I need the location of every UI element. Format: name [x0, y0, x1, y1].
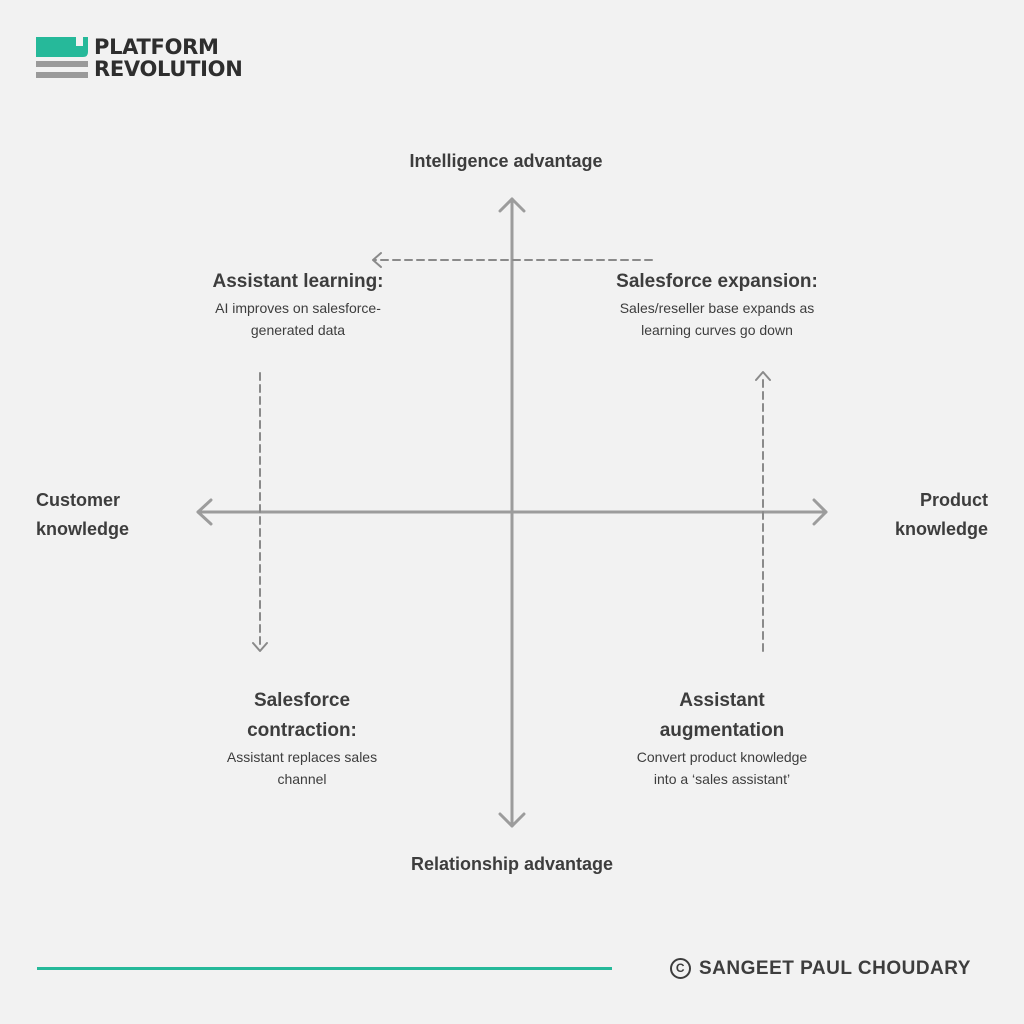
- axis-label-bottom: Relationship advantage: [410, 854, 614, 874]
- logo-line-1: PLATFORM: [94, 35, 219, 59]
- axis-label-right-line-2: knowledge: [894, 519, 988, 539]
- quadrant-bottom-right: Assistant augmentation Convert product k…: [572, 686, 872, 790]
- logo-line-2: REVOLUTION: [94, 57, 243, 81]
- copyright-icon: C: [670, 958, 691, 979]
- dashed-arrow-top-leftward: [372, 252, 653, 268]
- quadrant-bottom-left-title-line-1: Salesforce: [253, 690, 351, 711]
- axis-label-right-line-1: Product: [919, 490, 988, 510]
- quadrant-bottom-right-title-line-1: Assistant: [679, 690, 765, 711]
- quadrant-bottom-right-title-line-2: augmentation: [659, 720, 785, 741]
- footer-divider: [37, 967, 612, 970]
- platform-revolution-logo: PLATFORM REVOLUTION: [36, 37, 251, 82]
- quadrant-top-right-body-line-2: learning curves go down: [641, 322, 793, 338]
- copyright-notice: C SANGEET PAUL CHOUDARY: [670, 958, 971, 980]
- quadrant-top-right: Salesforce expansion: Sales/reseller bas…: [567, 267, 867, 341]
- axis-label-left-line-2: knowledge: [36, 519, 130, 539]
- quadrant-bottom-left-body-line-1: Assistant replaces sales: [226, 749, 378, 765]
- quadrant-top-left-title: Assistant learning:: [212, 271, 384, 292]
- quadrant-bottom-left: Salesforce contraction: Assistant replac…: [152, 686, 452, 790]
- quadrant-bottom-left-title-line-2: contraction:: [247, 720, 357, 741]
- quadrant-top-left-body-line-2: generated data: [250, 322, 346, 338]
- horizontal-axis: [196, 498, 828, 526]
- quadrant-top-right-body-line-1: Sales/reseller base expands as: [619, 300, 815, 316]
- quadrant-top-left: Assistant learning: AI improves on sales…: [148, 267, 448, 341]
- dashed-arrow-left-downward: [252, 372, 268, 652]
- axis-label-left-line-1: Customer: [36, 490, 121, 510]
- copyright-author: SANGEET PAUL CHOUDARY: [699, 958, 971, 979]
- logo-mark-icon: [36, 37, 88, 78]
- quadrant-bottom-right-body-line-1: Convert product knowledge: [636, 749, 808, 765]
- quadrant-bottom-right-body-line-2: into a ‘sales assistant’: [653, 771, 791, 787]
- dashed-arrow-right-upward: [755, 371, 771, 652]
- axis-label-top: Intelligence advantage: [409, 151, 603, 171]
- axis-label-right: Product knowledge: [848, 486, 988, 544]
- axis-label-left: Customer knowledge: [36, 486, 176, 544]
- quadrant-top-left-body-line-1: AI improves on salesforce-: [215, 300, 381, 316]
- quadrant-bottom-left-body-line-2: channel: [277, 771, 327, 787]
- quadrant-top-right-title: Salesforce expansion:: [616, 271, 818, 292]
